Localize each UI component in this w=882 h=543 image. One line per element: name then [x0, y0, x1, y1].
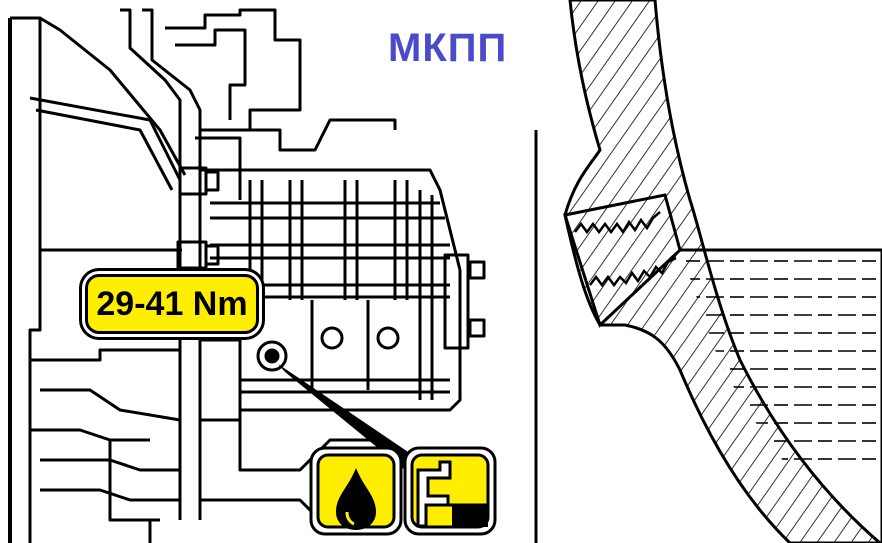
fill-plug-level-icon [403, 446, 497, 536]
transmission-drawing [8, 8, 486, 543]
thread-lower [589, 256, 677, 288]
level-cross-section [563, 0, 882, 543]
oil-drop-icon [309, 446, 403, 536]
thread-upper [574, 211, 661, 235]
torque-badge: 29-41 Nm [85, 274, 259, 334]
diagram-title: МКПП [388, 26, 508, 70]
leader-line [278, 364, 420, 470]
oil-level-fill [680, 250, 882, 470]
housing-wall [563, 0, 882, 543]
